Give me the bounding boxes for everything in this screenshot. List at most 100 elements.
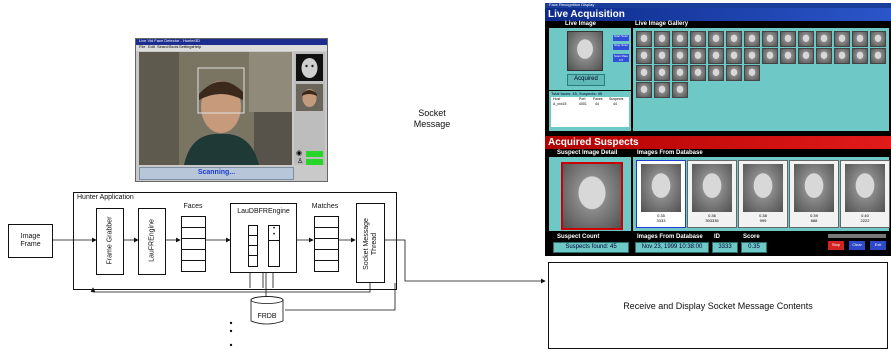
db-image-caption: 0.36 393335 (705, 213, 719, 223)
image-frame-line1: Image (20, 233, 41, 240)
gallery-thumbnail[interactable] (672, 82, 688, 98)
host-table: Total faces: 45, Suspects: 45 Host Port … (549, 91, 631, 131)
lau-dbfr-engine-box: LauDBFREngine •• (230, 203, 297, 273)
suspect-detail-panel (549, 157, 631, 231)
socket-thread-label: Socket Message Thread (363, 206, 379, 282)
la-window-title-bar: Face Recognition Display (545, 2, 891, 8)
id-value: 3333 (712, 242, 738, 253)
frdb-cylinder (250, 296, 284, 325)
stop-button[interactable]: Stop (828, 241, 844, 250)
gallery-thumbnail[interactable] (636, 31, 652, 47)
gallery-thumbnail[interactable] (654, 65, 670, 81)
la-window-title: Face Recognition Display (549, 2, 595, 7)
gallery-thumbnail[interactable] (636, 82, 652, 98)
db-image[interactable]: 0.36 393335 (687, 160, 737, 228)
gallery-thumbnail[interactable] (672, 31, 688, 47)
live-image-gallery (633, 28, 889, 131)
menu-edit[interactable]: Edit (148, 44, 155, 49)
menu-search[interactable]: Search (157, 44, 170, 49)
gallery-thumbnail[interactable] (726, 65, 742, 81)
gallery-thumbnail[interactable] (726, 31, 742, 47)
gallery-thumbnail[interactable] (870, 48, 886, 64)
col-port: Port (579, 97, 586, 101)
gallery-thumbnail[interactable] (798, 31, 814, 47)
gallery-thumbnail[interactable] (798, 48, 814, 64)
matches-queue (314, 216, 339, 272)
live-image-panel: Acquired Start Scan Stop Scan Scan Rate … (549, 28, 631, 90)
gallery-thumbnail[interactable] (654, 48, 670, 64)
gallery-thumbnail[interactable] (636, 65, 652, 81)
db-image-caption: 0.35 3333 (656, 213, 666, 223)
image-frame-box: Image Frame (8, 224, 53, 258)
gallery-thumbnail[interactable] (852, 48, 868, 64)
exit-button[interactable]: Exit (870, 241, 886, 250)
menu-help[interactable]: Help (193, 44, 202, 49)
menu-file[interactable]: File (139, 44, 146, 49)
gallery-thumbnail[interactable] (672, 65, 688, 81)
live-acquisition-window: Face Recognition Display Live Acquisitio… (545, 2, 891, 256)
indicator-green-top (306, 151, 323, 157)
score-label: Score (743, 234, 760, 240)
clear-button[interactable]: Clear (849, 241, 865, 250)
start-scan-button[interactable]: Start Scan (613, 34, 629, 41)
gallery-thumbnail[interactable] (834, 31, 850, 47)
hunter-title-bar: Live Vid Face Detector - Hunter3D (136, 38, 327, 45)
gallery-thumbnail[interactable] (636, 48, 652, 64)
hunter-status-bar: Scanning... (139, 167, 294, 180)
stop-scan-button[interactable]: Stop Scan (613, 43, 629, 50)
indicator-green-bottom (306, 159, 323, 165)
gallery-thumbnail[interactable] (762, 48, 778, 64)
db-image[interactable]: 0.40 2222 (840, 160, 890, 228)
gallery-thumbnail[interactable] (690, 31, 706, 47)
gallery-thumbnail[interactable] (744, 31, 760, 47)
score-value: 0.35 (741, 242, 767, 253)
frame-grabber-label: Frame Grabber (106, 216, 114, 265)
image-frame-line2: Frame (20, 241, 41, 248)
gallery-thumbnail[interactable] (708, 48, 724, 64)
gallery-thumbnail[interactable] (744, 48, 760, 64)
hunter-menu-bar: File Edit Search Tools Settings Help (136, 44, 327, 51)
gallery-thumbnail[interactable] (672, 48, 688, 64)
gallery-thumbnail[interactable] (780, 48, 796, 64)
menu-tools[interactable]: Tools (169, 44, 179, 49)
gallery-thumbnail[interactable] (780, 31, 796, 47)
images-from-db-label: Images From Database (637, 150, 703, 156)
gallery-thumbnail[interactable] (870, 31, 886, 47)
socket-message-label: Socket Message (402, 108, 462, 130)
gallery-thumbnail[interactable] (690, 65, 706, 81)
gallery-thumbnail[interactable] (834, 48, 850, 64)
live-acquisition-title: Live Acquisition (548, 9, 625, 20)
suspect-count-label: Suspect Count (557, 234, 600, 240)
socket-label-line2: Message (413, 119, 451, 129)
gallery-thumbnail[interactable] (726, 48, 742, 64)
row-faces: 44 (595, 102, 599, 106)
gallery-thumbnail[interactable] (654, 82, 670, 98)
gallery-thumbnail[interactable] (690, 48, 706, 64)
socket-message-thread-box: Socket Message Thread (356, 203, 385, 283)
menu-settings[interactable]: Settings (179, 44, 194, 49)
host-table-grid: Host Port Faces Suspects A_xxx15 4001 44… (551, 97, 629, 127)
gallery-thumbnail[interactable] (708, 65, 724, 81)
gallery-thumbnail[interactable] (816, 31, 832, 47)
dbfr-inner-list: •• (268, 225, 280, 267)
person-icon: ♙ (297, 158, 304, 165)
db-image[interactable]: 0.38 999 (738, 160, 788, 228)
scan-rate-button[interactable]: Scan Rate 0.5 (613, 54, 629, 62)
mask-thumbnail (296, 54, 323, 81)
suspect-detail-face (561, 162, 623, 230)
db-image-caption: 0.39 888 (810, 213, 818, 223)
row-port: 4001 (579, 102, 587, 106)
gallery-thumbnail[interactable] (762, 31, 778, 47)
faces-queue (181, 216, 206, 272)
db-image[interactable]: 0.39 888 (789, 160, 839, 228)
video-scene (139, 52, 292, 165)
gallery-thumbnail[interactable] (744, 65, 760, 81)
gallery-thumbnail[interactable] (708, 31, 724, 47)
bottom-images-from-db-label: Images From Database (637, 234, 703, 240)
gallery-thumbnail[interactable] (654, 31, 670, 47)
clear-label: Clear (852, 242, 862, 247)
scanning-status: Scanning... (197, 169, 236, 176)
gallery-thumbnail[interactable] (816, 48, 832, 64)
db-image[interactable]: 0.35 3333 (636, 160, 686, 228)
gallery-thumbnail[interactable] (852, 31, 868, 47)
